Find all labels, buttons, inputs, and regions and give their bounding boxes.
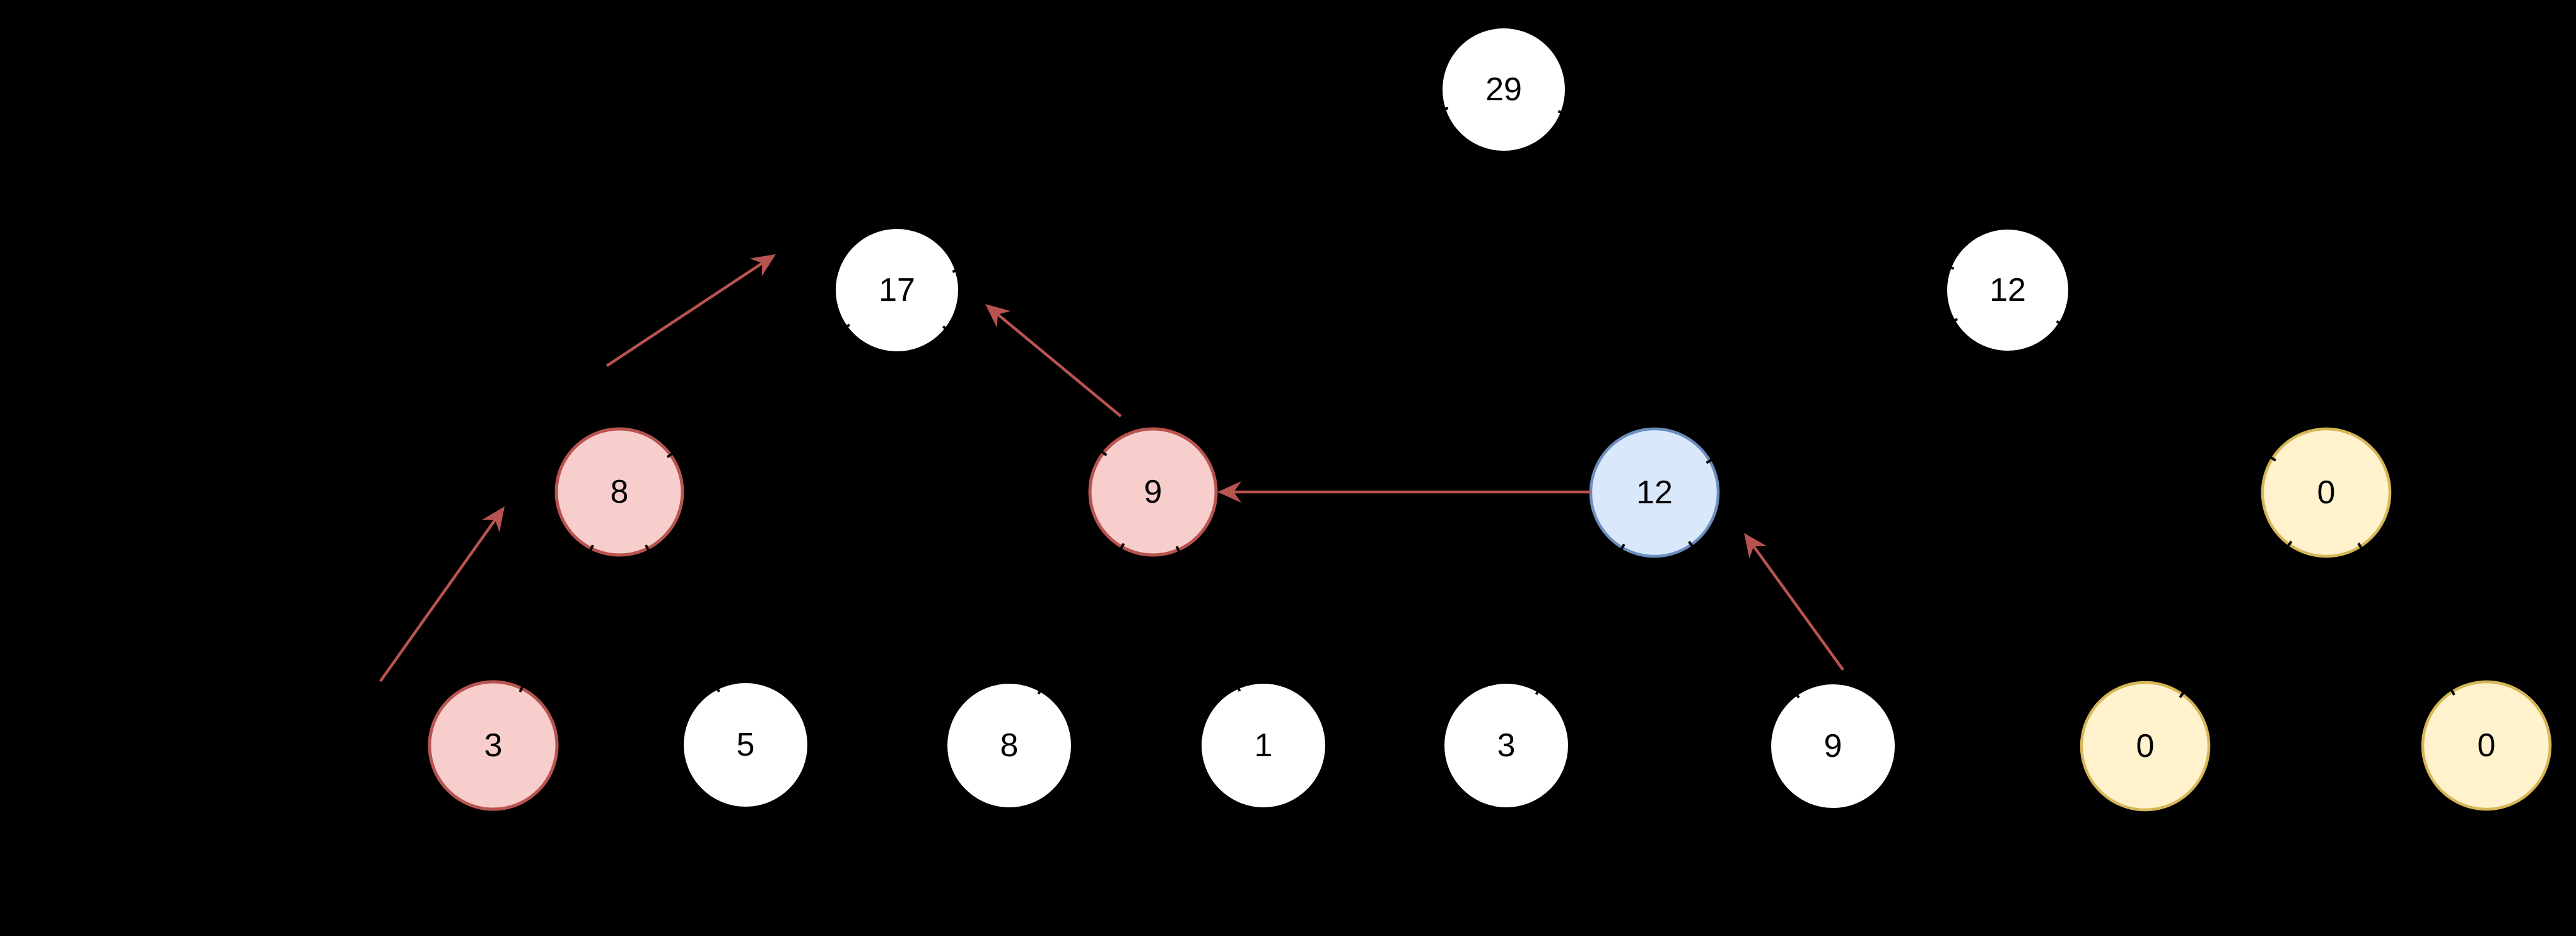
tree-edge-range-9-leaf-1	[1175, 546, 1241, 692]
tree-node-leaf-9: 9	[1769, 682, 1897, 810]
node-circle-range-9	[1088, 427, 1218, 557]
tree-node-leaf-5: 5	[681, 681, 810, 809]
tree-node-leaf-0a: 0	[2080, 681, 2211, 812]
tree-node-sum-17: 17	[833, 226, 961, 354]
node-label-leaf-0a: 0	[2136, 728, 2155, 764]
tree-edge-range-9-leaf-8	[1037, 542, 1125, 695]
node-circle-leaf-5	[681, 681, 810, 809]
node-label-range-8: 8	[611, 474, 629, 510]
tree-edge-range-12-leaf-3b	[1535, 543, 1625, 695]
node-label-leaf-3b: 3	[1497, 727, 1516, 764]
update-arrow-leaf-9-to-range-12	[1744, 533, 1844, 671]
tree-nodes-layer: 29 17 12 8 9 12 0 3 5 8 1 3 9 0 0	[428, 26, 2552, 812]
node-circle-range-8	[554, 427, 684, 557]
tree-node-root-29: 29	[1440, 26, 1567, 153]
tree-node-leaf-3b: 3	[1442, 681, 1571, 810]
node-label-leaf-8: 8	[1000, 727, 1019, 764]
node-label-leaf-5: 5	[737, 727, 755, 763]
tree-edge-root-29-sum-17	[952, 107, 1449, 273]
node-label-leaf-9: 9	[1824, 728, 1842, 764]
node-label-leaf-0b: 0	[2478, 727, 2496, 764]
node-label-range-0: 0	[2317, 474, 2336, 511]
node-circle-leaf-0a	[2080, 681, 2211, 812]
node-circle-sum-12	[1945, 227, 2071, 353]
tree-edge-root-29-sum-12	[1557, 110, 1955, 270]
tree-node-range-0: 0	[2261, 427, 2392, 558]
tree-edge-sum-12-range-0	[2056, 320, 2276, 462]
node-label-range-9: 9	[1144, 474, 1162, 510]
node-label-sum-17: 17	[879, 272, 915, 308]
tree-edge-range-8-leaf-5	[645, 544, 720, 693]
tree-edge-sum-17-range-8	[666, 324, 850, 459]
update-arrow-range-9-to-sum-17	[985, 303, 1122, 418]
node-circle-leaf-1	[1199, 681, 1328, 810]
tree-node-leaf-8: 8	[945, 681, 1074, 810]
update-arrows-layer	[379, 254, 1844, 682]
tree-node-leaf-0b: 0	[2421, 680, 2552, 811]
update-arrow-range-8-to-sum-17	[606, 254, 776, 367]
tree-node-range-12: 12	[1589, 427, 1720, 558]
node-label-leaf-1: 1	[1255, 727, 1273, 764]
tree-node-sum-12: 12	[1945, 227, 2071, 353]
tree-edge-range-0-leaf-0a	[2179, 541, 2293, 698]
tree-node-leaf-3: 3	[428, 680, 559, 811]
node-circle-leaf-3b	[1442, 681, 1571, 810]
node-circle-leaf-9	[1769, 682, 1897, 810]
node-circle-range-0	[2261, 427, 2392, 558]
update-arrow-leaf-3-to-range-8	[379, 506, 505, 682]
tree-edge-sum-17-range-9	[942, 325, 1108, 457]
tree-node-range-8: 8	[554, 427, 684, 557]
node-circle-leaf-3	[428, 680, 559, 811]
node-label-root-29: 29	[1485, 71, 1522, 108]
node-circle-root-29	[1440, 26, 1567, 153]
node-circle-sum-17	[833, 226, 961, 354]
node-circle-leaf-8	[945, 681, 1074, 810]
tree-edges-layer	[518, 107, 2456, 699]
tree-edge-range-12-leaf-9	[1688, 541, 1800, 699]
node-circle-leaf-0b	[2421, 680, 2552, 811]
node-label-leaf-3: 3	[484, 727, 503, 764]
tree-edge-sum-12-range-12	[1706, 318, 1958, 464]
node-label-sum-12: 12	[1989, 272, 2026, 308]
tree-edge-range-8-leaf-3	[518, 544, 594, 693]
node-label-range-12: 12	[1636, 474, 1673, 511]
tree-node-leaf-1: 1	[1199, 681, 1328, 810]
tree-edge-range-0-leaf-0b	[2357, 542, 2456, 696]
tree-node-range-9: 9	[1088, 427, 1218, 557]
